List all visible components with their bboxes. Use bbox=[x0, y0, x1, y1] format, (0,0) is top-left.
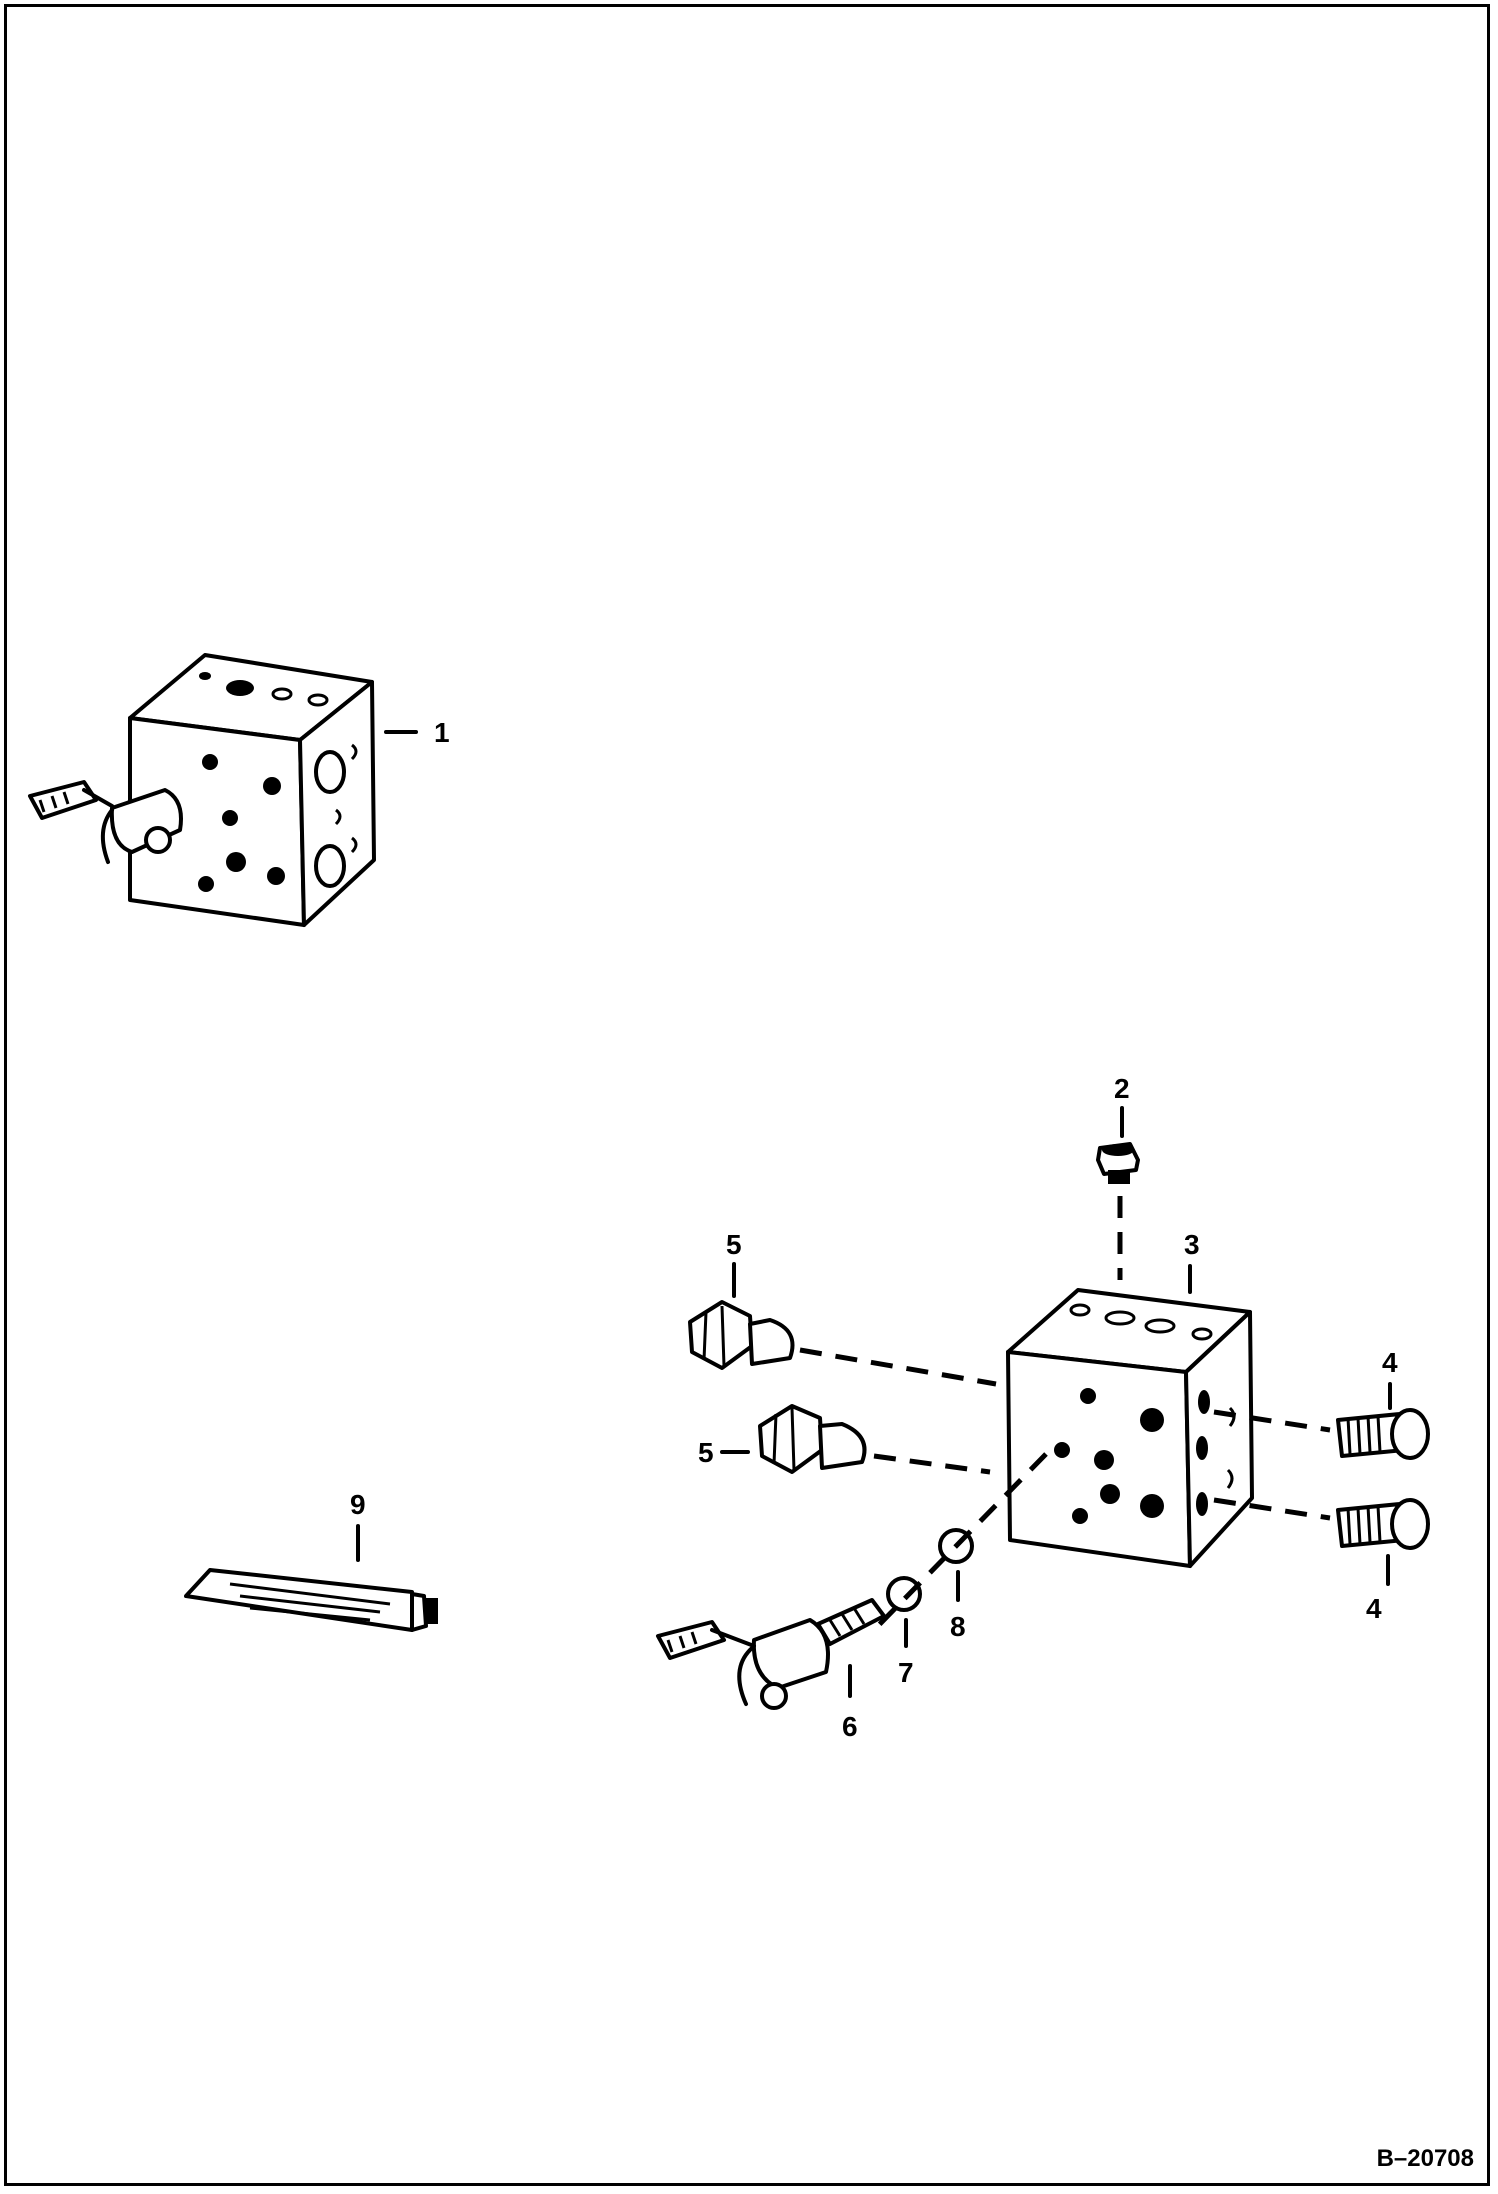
plug-2 bbox=[1096, 1142, 1140, 1184]
dash-5-upper bbox=[799, 1347, 997, 1387]
solenoid-cartridge-6 bbox=[656, 1598, 886, 1710]
fitting-5-lower bbox=[758, 1404, 867, 1474]
dash-4-lower bbox=[1213, 1497, 1331, 1521]
cartridge-4-lower bbox=[1336, 1498, 1430, 1550]
callout-5-lower: 5 bbox=[698, 1437, 714, 1468]
callout-2: 2 bbox=[1114, 1073, 1130, 1104]
callout-8: 8 bbox=[950, 1611, 966, 1642]
callout-3: 3 bbox=[1184, 1229, 1200, 1260]
callout-4-upper: 4 bbox=[1382, 1347, 1398, 1378]
drawing-frame bbox=[4, 4, 1490, 2186]
callout-4-lower: 4 bbox=[1366, 1593, 1382, 1624]
dash-axis-6 bbox=[872, 1452, 1048, 1632]
callout-7: 7 bbox=[898, 1657, 914, 1688]
callout-6: 6 bbox=[842, 1711, 858, 1742]
tube-9 bbox=[184, 1568, 438, 1632]
valve-body-3 bbox=[1006, 1288, 1254, 1568]
cartridge-4-upper bbox=[1336, 1408, 1430, 1460]
figure-code: B–20708 bbox=[1377, 2145, 1474, 2172]
callout-1: 1 bbox=[434, 717, 450, 748]
dash-4-upper bbox=[1213, 1409, 1331, 1433]
o-ring-7 bbox=[886, 1576, 922, 1612]
callout-5-upper: 5 bbox=[726, 1229, 742, 1260]
valve-assembly-1 bbox=[28, 653, 376, 927]
dash-5-lower bbox=[873, 1453, 991, 1475]
callout-9: 9 bbox=[350, 1489, 366, 1520]
fitting-5-upper bbox=[688, 1300, 795, 1370]
